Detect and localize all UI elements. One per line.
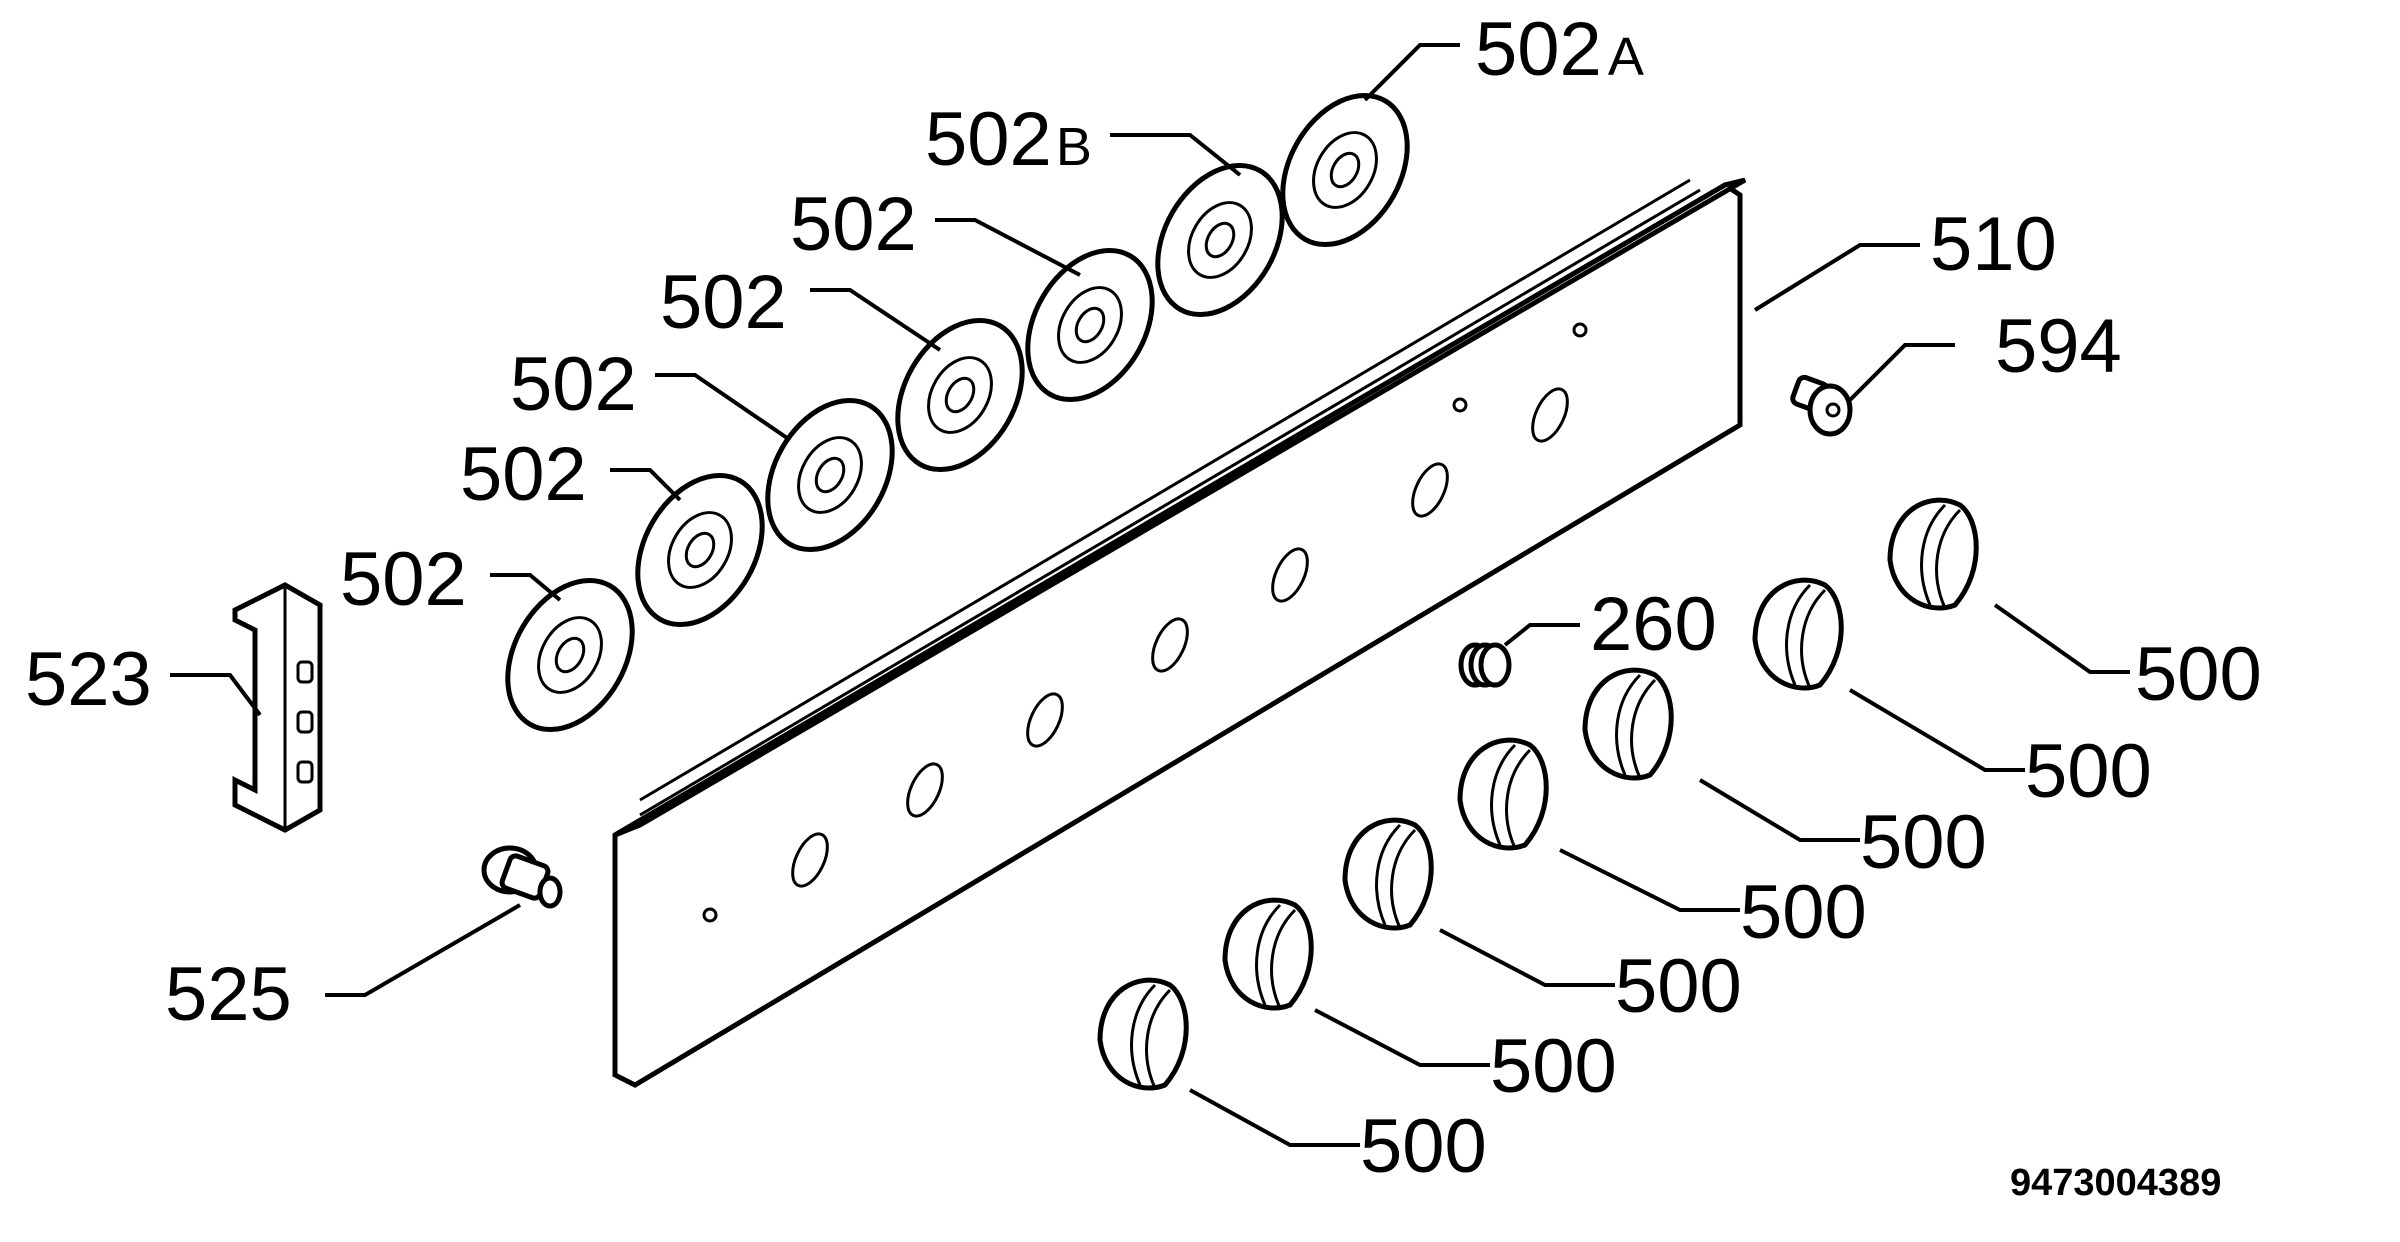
- label-502-1: 502: [340, 537, 467, 622]
- label-500-5: 500: [1860, 800, 1987, 885]
- label-260: 260: [1590, 582, 1717, 667]
- screw-594: [1790, 374, 1853, 437]
- label-525: 525: [165, 952, 292, 1037]
- label-500-3: 500: [1615, 944, 1742, 1029]
- document-code: 9473004389: [2010, 1162, 2221, 1204]
- washer-3: [765, 397, 895, 553]
- label-594: 594: [1995, 304, 2122, 389]
- knob-3: [1342, 817, 1434, 931]
- knob-1: [1097, 977, 1189, 1091]
- label-500-6: 500: [2025, 729, 2152, 814]
- washer-5: [1025, 247, 1155, 403]
- label-500-2: 500: [1490, 1024, 1617, 1109]
- leader-lines: [170, 43, 2130, 1147]
- knob-7: [1887, 497, 1979, 611]
- washer-4: [895, 317, 1025, 473]
- label-510: 510: [1930, 202, 2057, 287]
- label-500-1: 500: [1360, 1104, 1487, 1189]
- label-502-3: 502: [510, 342, 637, 427]
- label-500-4: 500: [1740, 870, 1867, 955]
- bracket-523: [232, 582, 323, 833]
- knob-6: [1752, 577, 1844, 691]
- washer-502a: [1280, 92, 1410, 248]
- spring-260: [1458, 642, 1512, 688]
- panel-holes: [702, 322, 1588, 923]
- label-502-2: 502: [460, 432, 587, 517]
- label-502-5: 502: [790, 182, 917, 267]
- washer-502b: [1155, 162, 1285, 318]
- label-502b: 502B: [925, 97, 1092, 182]
- knobs-500: [1097, 497, 1979, 1091]
- control-panel-510: [612, 177, 1747, 1088]
- knob-4: [1457, 737, 1549, 851]
- washer-1: [505, 577, 635, 733]
- washers-502: [505, 92, 1410, 733]
- knob-5: [1582, 667, 1674, 781]
- label-502-4: 502: [660, 260, 787, 345]
- label-500-7: 500: [2135, 632, 2262, 717]
- label-523: 523: [25, 637, 152, 722]
- screw-525: [481, 845, 563, 909]
- knob-2: [1222, 897, 1314, 1011]
- washer-2: [635, 472, 765, 628]
